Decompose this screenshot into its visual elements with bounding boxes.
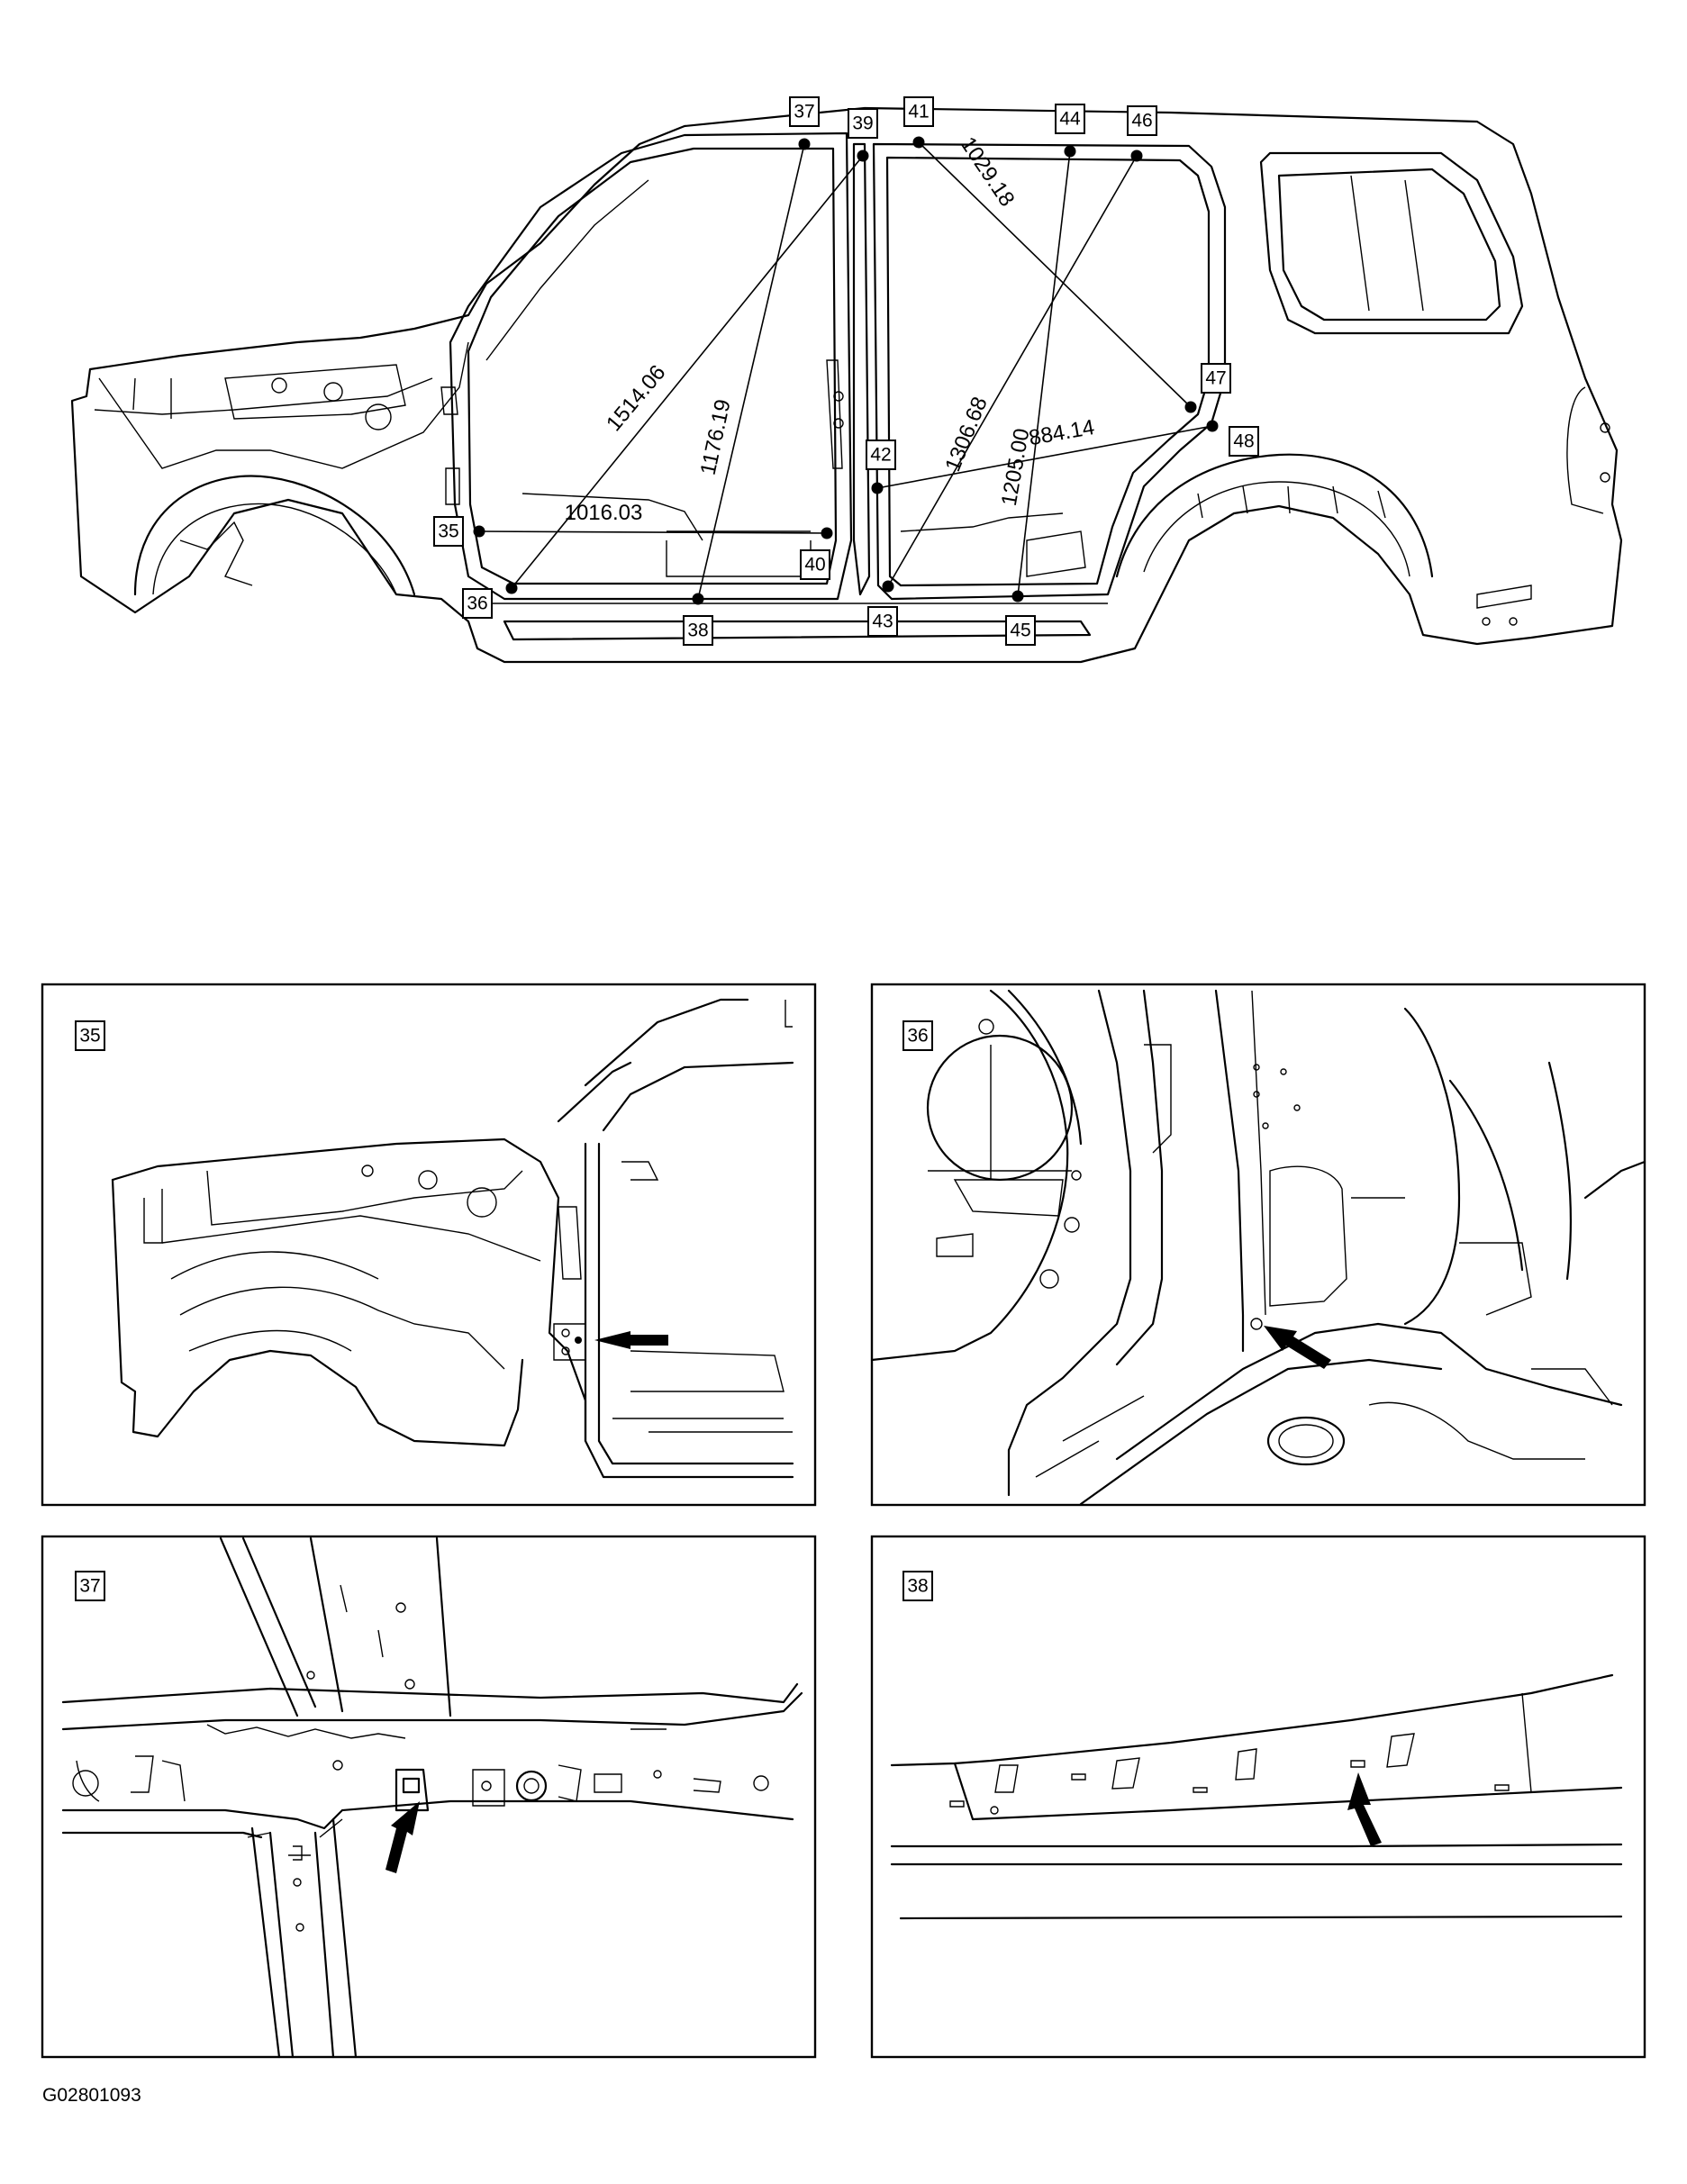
- point-label-text-39: 39: [852, 113, 873, 134]
- detail-38-drawing: [890, 1673, 1623, 1920]
- measurement-point-48: [1206, 420, 1219, 432]
- point-label-box-47: [1201, 363, 1231, 394]
- point-label-box-48: [1229, 426, 1259, 457]
- figure-id: G02801093: [42, 2085, 141, 2106]
- detail-35-arrow: [594, 1331, 668, 1349]
- measurement-line-35-40: [478, 530, 828, 534]
- vehicle-body-side-outline: [70, 106, 1623, 664]
- measurement-line-36-39: [511, 155, 864, 589]
- measurement-line-43-46: [887, 155, 1138, 587]
- measurement-line-38-37: [697, 143, 805, 600]
- point-label-box-41: [903, 96, 934, 127]
- point-label-box-44: [1055, 104, 1085, 134]
- measurement-point-41: [912, 136, 925, 149]
- detail-label-box-38: [902, 1571, 933, 1601]
- measurement-point-42: [871, 482, 884, 494]
- point-label-text-44: 44: [1059, 109, 1081, 130]
- point-label-box-46: [1127, 105, 1157, 136]
- point-label-text-36: 36: [467, 594, 487, 614]
- detail-label-38: 38: [907, 1576, 928, 1597]
- point-label-box-36: [462, 588, 493, 619]
- point-label-box-43: [867, 606, 898, 637]
- point-label-40: 40: [800, 549, 830, 580]
- point-label-37: 37: [789, 96, 820, 127]
- point-label-text-47: 47: [1205, 368, 1226, 389]
- detail-label-box-36: [902, 1020, 933, 1051]
- point-label-box-37: [789, 96, 820, 127]
- dimension-value-36-39: 1514.06: [602, 360, 670, 436]
- measurement-point-47: [1184, 401, 1197, 413]
- measurement-point-36: [505, 582, 518, 594]
- measurement-line-45-44: [1017, 150, 1071, 597]
- point-label-text-43: 43: [872, 612, 893, 632]
- point-label-35: 35: [433, 516, 464, 547]
- point-label-39: 39: [848, 108, 878, 139]
- measurement-line-41-47: [918, 141, 1192, 408]
- point-label-43: 43: [867, 606, 898, 637]
- measurement-line-42-48: [876, 425, 1213, 489]
- point-labels: 35 36 37 38 39 40 41 42 43 44 45 46 47 48: [433, 96, 1259, 646]
- detail-panel-36: 36: [870, 983, 1646, 1507]
- measurement-point-45: [1011, 590, 1024, 603]
- measurement-point-40: [821, 527, 833, 539]
- point-label-text-41: 41: [908, 102, 929, 122]
- point-label-42: 42: [866, 440, 896, 470]
- point-label-44: 44: [1055, 104, 1085, 134]
- detail-37-arrow: [385, 1801, 420, 1873]
- point-label-36: 36: [462, 588, 493, 619]
- point-label-47: 47: [1201, 363, 1231, 394]
- point-label-box-39: [848, 108, 878, 139]
- point-label-text-48: 48: [1233, 431, 1254, 452]
- point-label-box-38: [683, 615, 713, 646]
- measurement-point-46: [1130, 150, 1143, 162]
- detail-label-37: 37: [79, 1576, 100, 1597]
- detail-panel-38: 38: [870, 1535, 1646, 2059]
- measurement-point-35: [473, 525, 485, 538]
- detail-37-drawing: [61, 1536, 803, 2059]
- detail-label-box-35: [75, 1020, 105, 1051]
- measurement-point-38: [692, 593, 704, 605]
- point-label-box-35: [433, 516, 464, 547]
- point-label-box-40: [800, 549, 830, 580]
- point-label-41: 41: [903, 96, 934, 127]
- detail-label-box-37: [75, 1571, 105, 1601]
- point-label-text-38: 38: [687, 621, 708, 641]
- detail-35-drawing: [111, 998, 794, 1479]
- measurement-point-39: [857, 150, 869, 162]
- point-label-text-42: 42: [870, 445, 891, 466]
- detail-label-35: 35: [79, 1026, 100, 1047]
- detail-36-arrow: [1264, 1326, 1331, 1369]
- detail-label-36: 36: [907, 1026, 928, 1047]
- point-label-box-45: [1005, 615, 1036, 646]
- point-label-38: 38: [683, 615, 713, 646]
- point-label-text-35: 35: [438, 521, 458, 542]
- detail-38-arrow: [1347, 1772, 1382, 1846]
- point-label-48: 48: [1229, 426, 1259, 457]
- dimension-value-43-46: 1306.68: [940, 394, 993, 476]
- detail-panel-35: 35: [41, 983, 817, 1507]
- point-label-45: 45: [1005, 615, 1036, 646]
- detail-36-drawing: [870, 989, 1646, 1506]
- dimension-value-35-40: 1016.03: [565, 501, 643, 525]
- point-label-box-42: [866, 440, 896, 470]
- point-label-text-40: 40: [804, 555, 825, 575]
- point-label-46: 46: [1127, 105, 1157, 136]
- detail-panel-37: 37: [41, 1535, 817, 2059]
- point-label-text-37: 37: [794, 102, 814, 122]
- point-label-text-46: 46: [1131, 111, 1152, 131]
- dimension-value-42-48: 884.14: [1027, 415, 1096, 450]
- measurement-point-37: [798, 138, 811, 150]
- measurement-lines: [478, 141, 1213, 600]
- measurement-point-43: [882, 580, 894, 593]
- measurement-points: [473, 136, 1219, 605]
- measurement-point-44: [1064, 145, 1076, 158]
- point-label-text-45: 45: [1010, 621, 1030, 641]
